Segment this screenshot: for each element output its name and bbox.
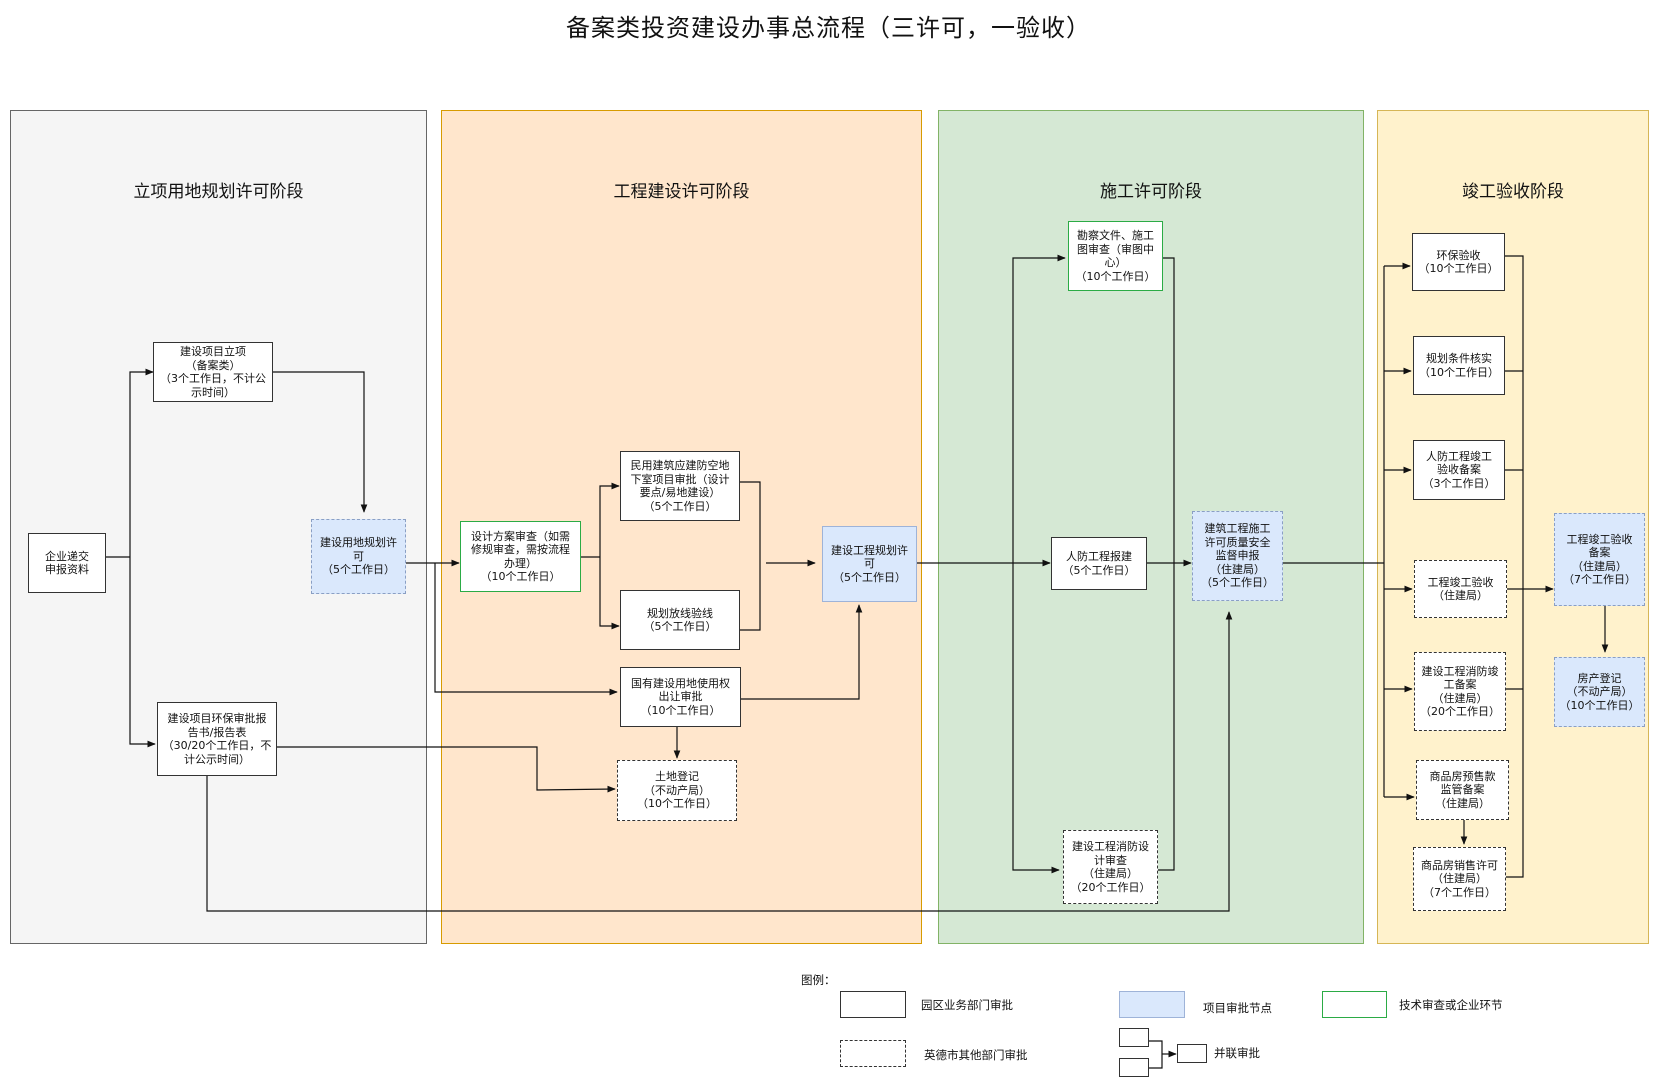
- node-completion-acceptance: 工程竣工验收 （住建局）: [1414, 560, 1507, 618]
- node-setout-check: 规划放线验线 （5个工作日）: [620, 590, 740, 650]
- node-project-approval: 建设项目立项 （备案类） （3个工作日，不计公 示时间）: [153, 342, 273, 402]
- legend-swatch-parallel-bottom: [1119, 1058, 1149, 1077]
- legend-label-tech-review: 技术审查或企业环节: [1399, 998, 1503, 1012]
- edge-acceptance-merge: [1505, 255, 1524, 878]
- stage-title: 竣工验收阶段: [1462, 182, 1564, 202]
- legend-parallel-connector: [1149, 1040, 1163, 1069]
- edge-to-civil-air-defense: [599, 482, 620, 557]
- legend-label-parallel: 并联审批: [1214, 1046, 1260, 1060]
- node-land-register: 土地登记 （不动产局） （10个工作日）: [617, 760, 737, 821]
- edge-to-setout-check: [599, 557, 620, 630]
- legend-title: 图例：: [801, 973, 836, 987]
- edge-to-project-approval: [129, 368, 154, 557]
- node-env-approval: 建设项目环保审批报 告书/报告表 （30/20个工作日，不 计公示时间）: [157, 702, 277, 776]
- legend-swatch-city-other: [840, 1040, 906, 1067]
- node-civil-air-defense-approval: 民用建筑应建防空地 下室项目审批（设计 要点/易地建设） （5个工作日）: [620, 451, 740, 521]
- node-property-register: 房产登记 （不动产局） （10个工作日）: [1554, 657, 1645, 727]
- node-civil-air-report: 人防工程报建 （5个工作日）: [1051, 537, 1147, 590]
- edge-branch-to-land-transfer: [434, 563, 618, 696]
- node-civil-air-acceptance: 人防工程竣工 验收备案 （3个工作日）: [1413, 440, 1505, 500]
- legend-label-park-dept: 园区业务部门审批: [921, 998, 1013, 1012]
- edge-env-to-land-register: [275, 746, 616, 793]
- node-land-plan-permit: 建设用地规划许 可 （5个工作日）: [311, 519, 406, 594]
- node-submit-materials: 企业递交 申报资料: [28, 533, 106, 593]
- edge-to-env-approval: [129, 557, 156, 748]
- node-fire-completion-record: 建设工程消防竣 工备案 （住建局） （20个工作日）: [1414, 652, 1506, 731]
- node-fire-design-review: 建设工程消防设 计审查 （住建局） （20个工作日）: [1063, 830, 1158, 904]
- edge-land-transfer-to-eng-permit: [741, 604, 863, 700]
- node-plan-condition-verify: 规划条件核实 （10个工作日）: [1413, 336, 1505, 395]
- node-design-review: 设计方案审查（如需 修规审查，需按流程 办理） （10个工作日）: [460, 521, 581, 592]
- legend-swatch-tech-review: [1322, 991, 1387, 1018]
- edge-civil-air-merge: [740, 481, 761, 631]
- legend-swatch-parallel-top: [1119, 1028, 1149, 1047]
- node-construction-permit: 建筑工程施工 许可质量安全 监督申报 （住建局） （5个工作日）: [1192, 511, 1283, 601]
- diagram-title: 备案类投资建设办事总流程（三许可，一验收）: [566, 14, 1091, 42]
- stage-title: 工程建设许可阶段: [613, 182, 750, 202]
- legend-swatch-approval-node: [1119, 991, 1185, 1018]
- node-land-transfer-approval: 国有建设用地使用权 出让审批 （10个工作日）: [620, 667, 741, 727]
- edge-env-to-construction-permit: [206, 611, 1233, 912]
- node-presale-permit: 商品房销售许可 （住建局） （7个工作日）: [1413, 847, 1506, 911]
- edge-project-to-land-permit: [273, 371, 368, 513]
- edge-survey-merge: [1158, 257, 1175, 871]
- legend-label-city-other: 英德市其他部门审批: [924, 1048, 1028, 1062]
- legend-label-approval-node: 项目审批节点: [1203, 1001, 1272, 1015]
- node-eng-plan-permit: 建设工程规划许 可 （5个工作日）: [822, 526, 917, 602]
- node-env-acceptance: 环保验收 （10个工作日）: [1412, 233, 1505, 291]
- legend-swatch-parallel-target: [1177, 1044, 1207, 1063]
- node-presale-fund-supervision: 商品房预售款 监管备案 （住建局）: [1416, 760, 1509, 820]
- edge-to-fire-design: [1012, 563, 1060, 874]
- node-survey-drawing-review: 勘察文件、施工 图审查（审图中 心） （10个工作日）: [1068, 221, 1163, 291]
- stage-title: 施工许可阶段: [1100, 182, 1202, 202]
- stage-title: 立项用地规划许可阶段: [133, 182, 304, 202]
- node-completion-record: 工程竣工验收 备案 （住建局） （7个工作日）: [1554, 513, 1645, 606]
- edge-to-survey-review: [1012, 254, 1066, 563]
- legend-swatch-park-dept: [840, 991, 906, 1018]
